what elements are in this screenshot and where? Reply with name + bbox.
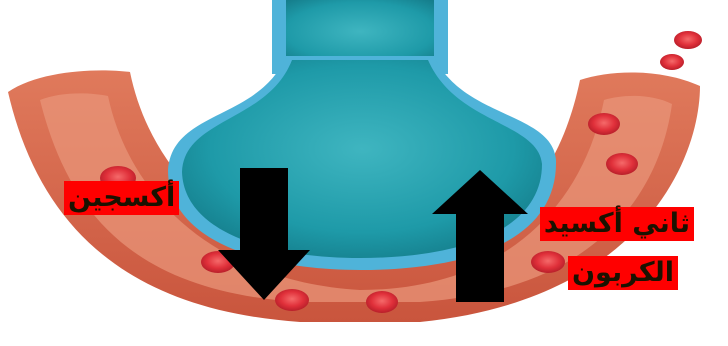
red-blood-cell: [674, 31, 702, 49]
red-blood-cell: [660, 54, 684, 70]
carbon-dioxide-label-line2: الكربون: [568, 256, 678, 290]
oxygen-label: أكسجين: [64, 181, 179, 215]
red-blood-cell: [588, 113, 620, 135]
red-blood-cell: [531, 251, 565, 273]
carbon-dioxide-label-line1: ثاني أكسيد: [540, 207, 694, 241]
red-blood-cell: [606, 153, 638, 175]
red-blood-cell: [275, 289, 309, 311]
red-blood-cell: [366, 291, 398, 313]
